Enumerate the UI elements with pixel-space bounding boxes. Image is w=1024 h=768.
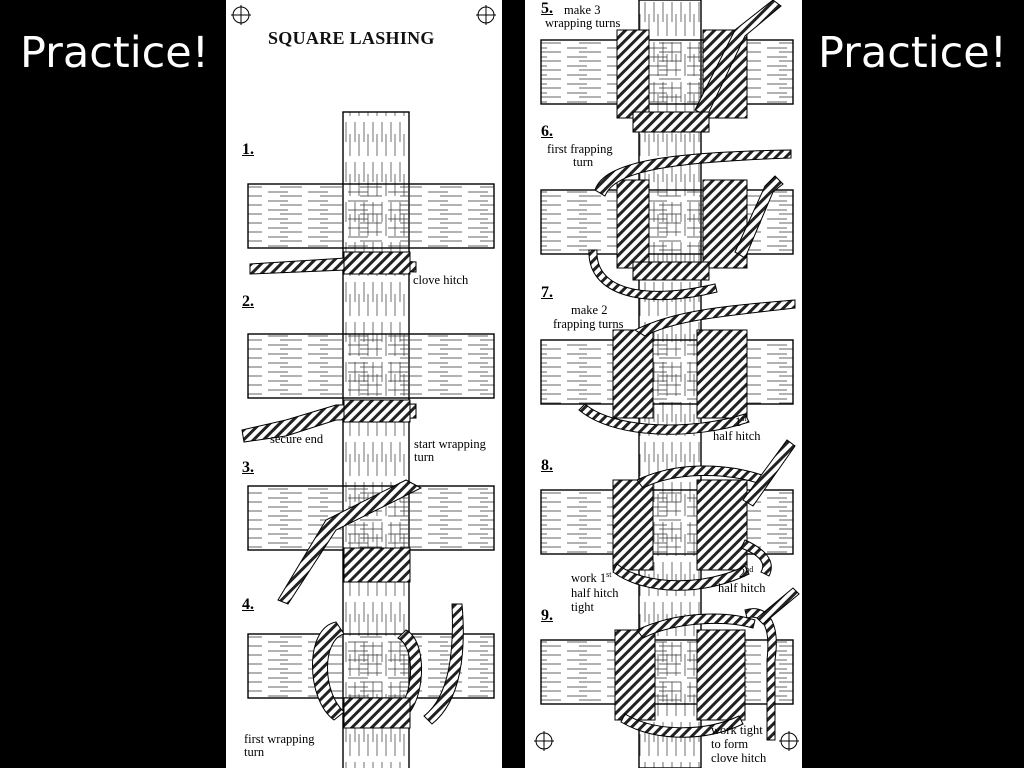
step-number: 6. [541, 123, 553, 140]
horizontal-bar-7 [540, 339, 794, 405]
step-number: 5. [541, 0, 553, 17]
left-diagram-panel: SQUARE LASHING 1. clove hitch 2. secure … [226, 0, 502, 768]
step-label: turn [244, 745, 265, 759]
step-number: 4. [242, 596, 254, 613]
step-label: turn [414, 450, 435, 464]
horizontal-bar-3 [247, 485, 495, 551]
rope-bundle-6 [616, 179, 650, 269]
horizontal-bar-9 [540, 639, 794, 705]
step-number: 2. [242, 293, 254, 310]
step-label: half hitch [718, 581, 766, 595]
step-label: to form [711, 737, 749, 751]
step-number: 9. [541, 607, 553, 624]
horizontal-bar-5 [540, 39, 794, 105]
horizontal-bar-1 [247, 183, 495, 249]
step-label: frapping turns [553, 317, 624, 331]
step-label: first frapping [547, 142, 613, 156]
step-label: clove hitch [711, 751, 767, 765]
right-diagram-panel: 5. make 3 wrapping turns 6. first frappi… [525, 0, 802, 768]
horizontal-bar-2 [247, 333, 495, 399]
heading-right: Practice! [818, 28, 1007, 78]
step-label: work tight [711, 723, 763, 737]
step-number: 3. [242, 459, 254, 476]
step-label: clove hitch [413, 273, 469, 287]
step-label: 1st [735, 413, 747, 429]
step-label: tight [571, 600, 594, 614]
diagram-title: SQUARE LASHING [268, 28, 435, 48]
rope-bundle-9 [614, 629, 656, 721]
step-label: half hitch [571, 586, 619, 600]
step-label: first wrapping [244, 732, 315, 746]
step-label: 2nd [739, 564, 754, 580]
rope-bundle-5 [616, 29, 650, 119]
step-number: 1. [242, 141, 254, 158]
heading-left: Practice! [20, 28, 209, 78]
step-label: make 3 [564, 3, 601, 17]
rope-bundle-7 [612, 329, 654, 419]
step-label: secure end [270, 432, 324, 446]
step-label: work 1st [571, 569, 612, 585]
step-number: 7. [541, 284, 553, 301]
rope-step-3 [277, 479, 423, 605]
step-number: 8. [541, 457, 553, 474]
right-lashing-illustration [534, 0, 800, 768]
step-label: turn [573, 155, 594, 169]
rope-bundle-8 [612, 479, 654, 571]
registration-mark-icon [231, 5, 496, 25]
step-label: half hitch [713, 429, 761, 443]
step-label: wrapping turns [545, 16, 621, 30]
rope-step-4 [312, 621, 345, 721]
left-lashing-illustration [231, 5, 496, 768]
step-label: make 2 [571, 303, 608, 317]
registration-mark-icon [534, 731, 799, 751]
step-label: start wrapping [414, 437, 486, 451]
